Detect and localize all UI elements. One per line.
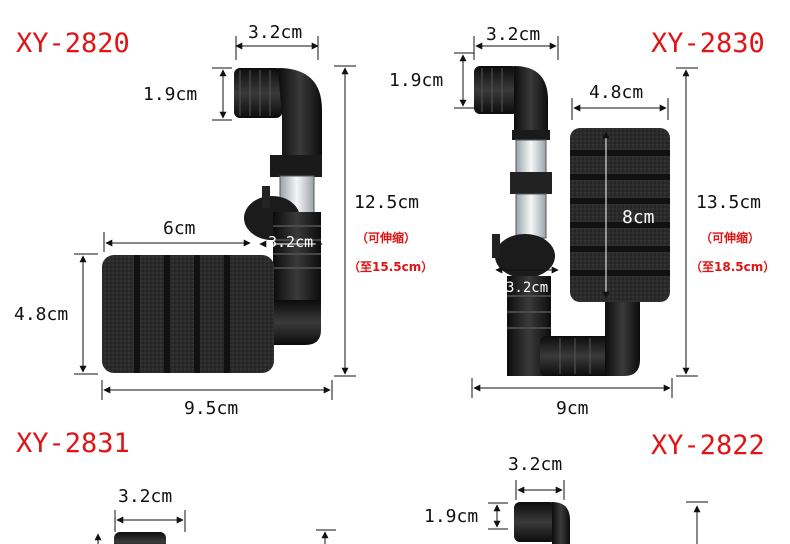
dim-label-sponge-height: 4.8cm xyxy=(14,304,69,325)
dim-label-top-width: 3.2cm xyxy=(248,22,303,43)
note-extend-to: （至18.5cm） xyxy=(690,260,776,274)
dim-label-tube-width: 3.2cm xyxy=(268,233,314,251)
dim-label-tube-width: 3.2cm xyxy=(506,280,549,296)
sponge xyxy=(102,255,274,373)
xy2822-filter xyxy=(488,480,708,544)
dim-label-sponge-width: 4.8cm xyxy=(589,82,644,103)
note-extendable: （可伸缩） xyxy=(356,231,417,245)
model-label-xy2820: XY-2820 xyxy=(16,28,130,59)
xy2820-filter xyxy=(74,36,356,400)
dim-label-base-width: 9.5cm xyxy=(184,398,239,419)
dim-label-nozzle-height: 1.9cm xyxy=(424,506,479,527)
dim-label-total-height: 12.5cm xyxy=(354,192,420,213)
model-label-xy2830: XY-2830 xyxy=(651,28,765,59)
model-label-xy2822: XY-2822 xyxy=(651,430,765,461)
dim-label-nozzle-height: 1.9cm xyxy=(389,70,444,91)
xy2831-filter xyxy=(94,510,336,544)
dim-label-sponge-width: 6cm xyxy=(163,218,196,239)
nozzle xyxy=(234,68,282,118)
dim-label-sponge-height: 8cm xyxy=(622,207,655,228)
dim-label-top-width: 3.2cm xyxy=(118,486,173,507)
dim-label-top-width: 3.2cm xyxy=(508,454,563,475)
xy2830-filter xyxy=(454,36,698,398)
dim-label-base-width: 9cm xyxy=(556,398,589,419)
dim-label-total-height: 13.5cm xyxy=(696,192,762,213)
model-label-xy2831: XY-2831 xyxy=(16,428,130,459)
note-extendable: （可伸缩） xyxy=(700,231,761,245)
note-extend-to: （至15.5cm） xyxy=(348,260,434,274)
dim-label-nozzle-height: 1.9cm xyxy=(143,84,198,105)
dim-label-top-width: 3.2cm xyxy=(486,24,541,45)
